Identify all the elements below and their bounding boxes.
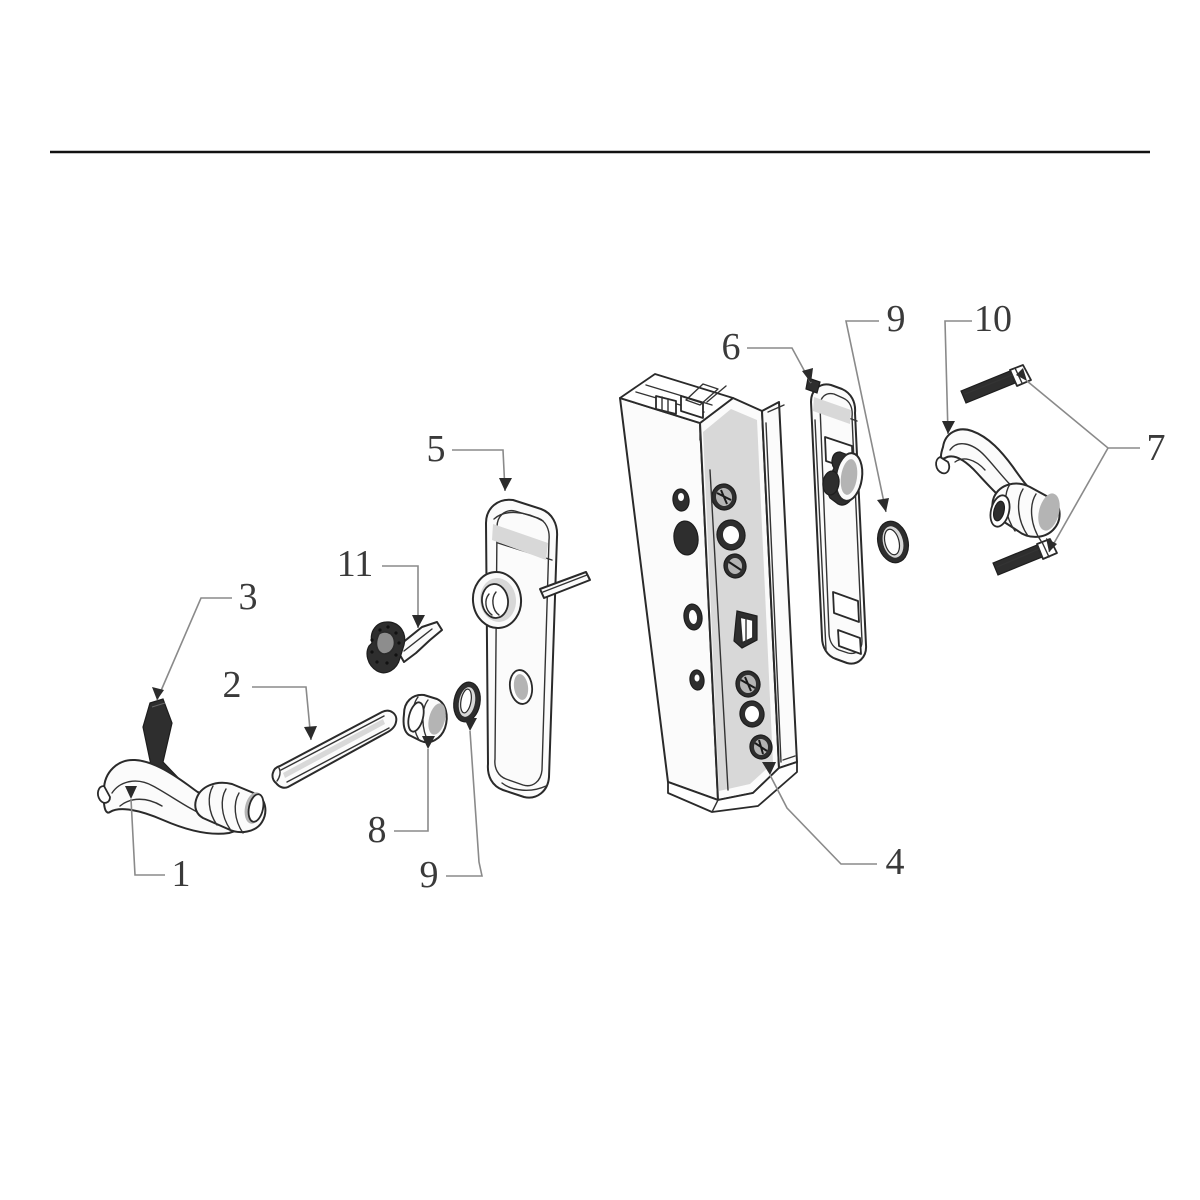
leader-9-left [446, 718, 483, 877]
part-inner-cover-plate [805, 377, 868, 665]
escutcheon-cylinder [471, 571, 523, 629]
callout-label-8: 8 [368, 809, 387, 851]
lock-case-screw-bottom [749, 734, 773, 760]
lock-case-screw-mid [723, 553, 747, 579]
leader-1 [125, 786, 165, 876]
lock-case-screw-top [711, 483, 737, 511]
part-washer-left [453, 681, 481, 723]
leader-8 [394, 736, 435, 832]
part-key [366, 621, 443, 674]
callout-label-6: 6 [722, 326, 741, 368]
part-right-lever-handle [935, 428, 1061, 542]
lock-case-screw-low [735, 670, 761, 698]
callout-label-9-right: 9 [887, 298, 906, 340]
thumb-turn-knob [822, 451, 864, 506]
callout-label-9-left: 9 [420, 854, 439, 896]
callout-label-4: 4 [886, 841, 905, 883]
leader-5 [452, 449, 512, 492]
leader-10 [942, 320, 972, 435]
part-spindle-bar [271, 709, 398, 789]
leader-2 [252, 686, 317, 741]
right-handle-hub [989, 482, 1061, 542]
callout-label-11: 11 [337, 543, 374, 585]
leader-4 [762, 762, 877, 865]
callout-label-7: 7 [1147, 427, 1166, 469]
left-handle-hub [194, 781, 267, 834]
part-outer-escutcheon-plate [471, 498, 591, 799]
callout-label-3: 3 [239, 576, 258, 618]
part-bushing-collar [402, 693, 448, 744]
part-lock-case-body [619, 373, 798, 813]
callout-label-10: 10 [974, 298, 1012, 340]
leader-3 [152, 597, 232, 701]
callout-label-5: 5 [427, 428, 446, 470]
leader-7 [1016, 368, 1140, 553]
leader-11 [382, 565, 425, 628]
leader-6 [747, 347, 813, 384]
leader-9-right [845, 320, 889, 513]
part-left-lever-handle [97, 758, 267, 835]
part-washer-right [876, 520, 910, 564]
callout-label-1: 1 [172, 853, 191, 895]
callout-label-2: 2 [223, 664, 242, 706]
